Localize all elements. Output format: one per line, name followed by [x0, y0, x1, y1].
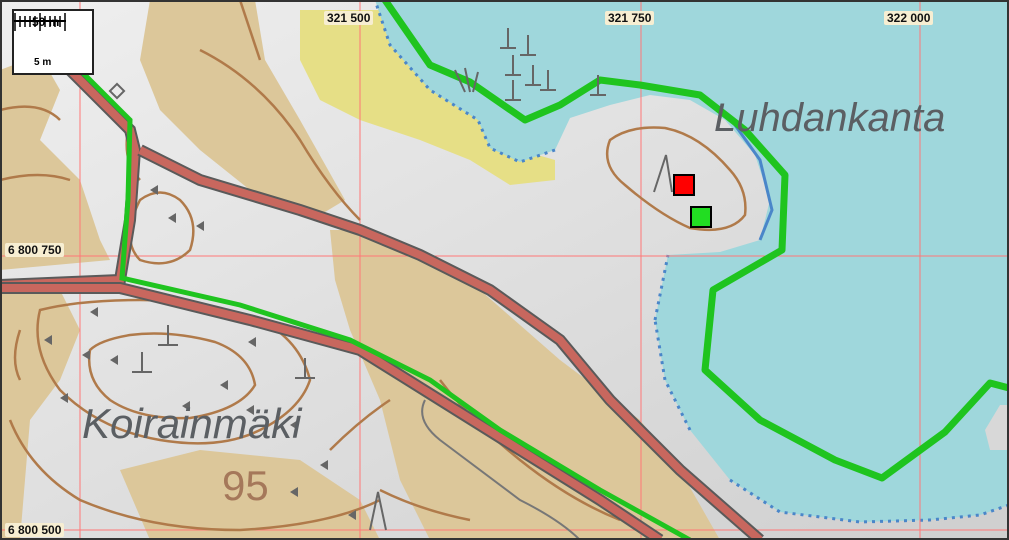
grid-label-x-321750: 321 750 — [605, 11, 655, 25]
grid-label-x-322000: 322 000 — [884, 11, 934, 25]
marker-green-square[interactable] — [690, 206, 712, 228]
scale-ruler-icon — [14, 13, 66, 31]
roads — [0, 55, 764, 540]
field-areas — [0, 0, 720, 540]
marker-red-square[interactable] — [673, 174, 695, 196]
protected-area-boundary-lake — [382, 0, 1009, 482]
island — [985, 405, 1009, 450]
contour-elevation-label: 95 — [222, 462, 269, 509]
protected-area-boundary-road — [78, 68, 692, 540]
scale-label-bottom: 5 m — [34, 57, 52, 68]
grid-label-y-6800750: 6 800 750 — [5, 243, 65, 257]
place-name-luhdankanta: Luhdankanta — [714, 96, 946, 140]
shoreline-solid — [728, 117, 774, 241]
place-name-koirainmaki: Koirainmäki — [82, 400, 302, 447]
vegetation-symbols — [132, 28, 673, 531]
shoreline-dotted — [373, 0, 1009, 524]
water-body — [375, 0, 1009, 522]
building-marker — [108, 82, 126, 100]
rock-symbols — [44, 185, 356, 520]
grid-label-y-6800500: 6 800 500 — [5, 523, 65, 537]
grid-label-x-321500: 321 500 — [324, 11, 374, 25]
scale-bar: 50 m 5 m — [12, 9, 94, 75]
